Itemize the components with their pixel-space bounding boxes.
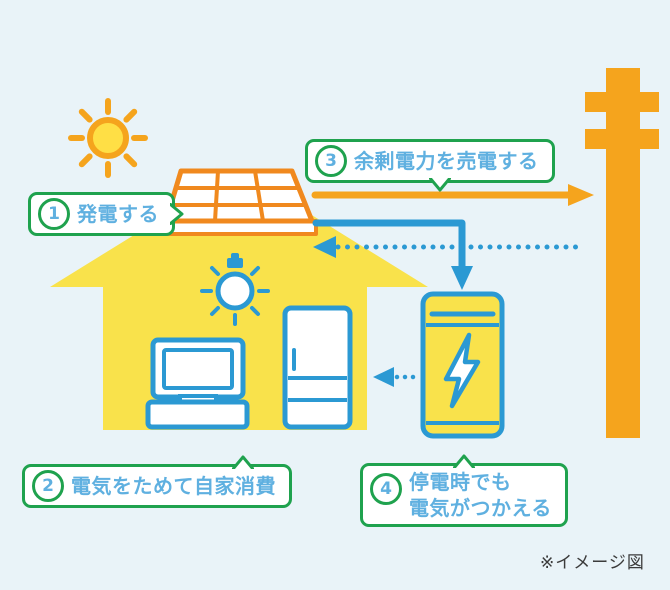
grid-supply-dotted-arrow-icon (313, 236, 587, 258)
battery-discharge-dotted-arrow-icon (373, 367, 422, 387)
utility-pole-icon (585, 68, 659, 438)
label-generate-text: 発電する (77, 202, 159, 226)
label-outage-use: 4 停電時でも 電気がつかえる (360, 454, 568, 527)
label-outage-line2: 電気がつかえる (409, 496, 552, 520)
label-self-consume: 2 電気をためて自家消費 (22, 455, 292, 508)
step-number-badge: 4 (370, 473, 402, 505)
bubble-tail-right (170, 203, 184, 225)
lightbulb-icon (200, 253, 270, 326)
sell-power-arrow-icon (311, 184, 594, 206)
battery-icon (420, 291, 505, 439)
label-sell-surplus: 3 余剰電力を売電する (305, 139, 555, 192)
bubble-tail-up (453, 454, 475, 468)
label-self-consume-text: 電気をためて自家消費 (71, 474, 276, 498)
solar-panel-icon (158, 168, 318, 236)
label-outage-line1: 停電時でも (409, 470, 512, 494)
step-number-badge: 3 (315, 145, 347, 177)
label-sell-surplus-text: 余剰電力を売電する (354, 149, 539, 173)
step-number-badge: 1 (38, 198, 70, 230)
computer-icon (145, 337, 250, 430)
sun-icon (68, 98, 148, 178)
refrigerator-icon (282, 305, 353, 430)
lightning-bolt-icon (443, 332, 481, 409)
step-number-badge: 2 (32, 470, 64, 502)
battery-charge-arrow-icon (312, 219, 473, 290)
label-generate: 1 発電する (28, 192, 184, 236)
image-note: ※イメージ図 (540, 553, 645, 573)
bubble-tail-up (232, 455, 254, 469)
bubble-tail-down (429, 178, 451, 192)
